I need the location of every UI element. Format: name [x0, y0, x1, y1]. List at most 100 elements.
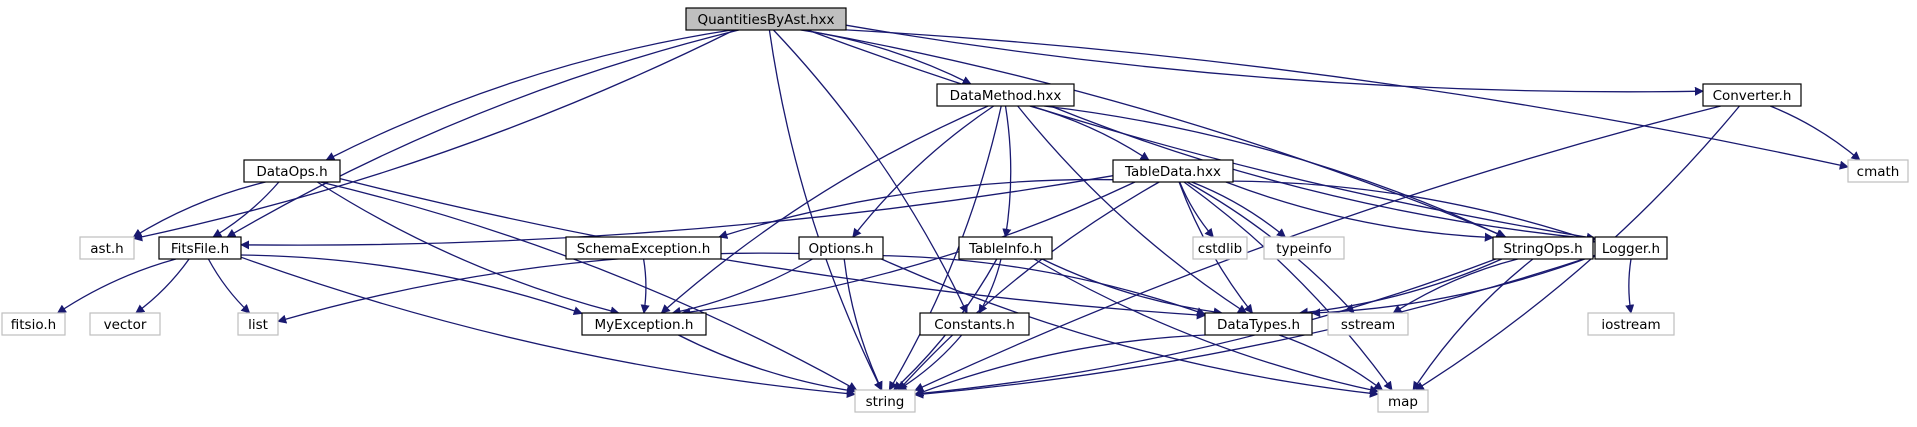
edge-datamethod-to-myexc — [660, 105, 989, 314]
edge-logger-to-iostream — [1625, 258, 1635, 314]
node-vector-label: vector — [104, 317, 147, 333]
node-dataops-label: DataOps.h — [256, 164, 327, 180]
node-typeinfo-label: typeinfo — [1276, 241, 1331, 257]
node-options[interactable]: Options.h — [798, 236, 884, 260]
edge-tabledata-to-fitsfile — [240, 175, 1114, 250]
node-converter[interactable]: Converter.h — [1702, 83, 1802, 107]
edge-datamethod-to-stringops — [1044, 105, 1506, 238]
node-typeinfo-box — [1263, 236, 1345, 260]
edge-tableinfo-to-datatypes — [1041, 258, 1223, 317]
node-converter-box — [1702, 83, 1802, 107]
node-iostream-label: iostream — [1601, 317, 1660, 333]
edge-dataops-to-ast — [132, 181, 266, 238]
edge-datatypes-to-string — [914, 334, 1206, 397]
node-quantities-box — [685, 7, 847, 31]
node-fitsfile-label: FitsFile.h — [171, 241, 229, 257]
node-cmath-label: cmath — [1857, 164, 1900, 180]
node-logger-label: Logger.h — [1602, 241, 1660, 257]
node-iostream-box — [1587, 312, 1675, 336]
node-myexc[interactable]: MyException.h — [581, 312, 707, 336]
edge-stringops-to-map — [1412, 258, 1534, 391]
node-tabledata[interactable]: TableData.hxx — [1112, 159, 1234, 183]
node-tableinfo[interactable]: TableInfo.h — [958, 236, 1053, 260]
edges-layer — [56, 24, 1861, 399]
edge-dataops-to-fitsfile — [212, 181, 280, 238]
edge-quantities-to-converter — [845, 24, 1704, 96]
edge-options-to-list — [277, 252, 800, 324]
node-myexc-label: MyException.h — [595, 317, 694, 333]
node-tableinfo-label: TableInfo.h — [968, 241, 1042, 257]
node-datamethod-box — [936, 83, 1075, 107]
edge-tabledata-to-logger — [1232, 180, 1596, 244]
node-constants[interactable]: Constants.h — [919, 312, 1030, 336]
edge-converter-to-string — [914, 105, 1721, 392]
edge-converter-to-cmath — [1769, 105, 1861, 161]
edge-quantities-to-fitsfile — [226, 29, 739, 238]
node-tabledata-label: TableData.hxx — [1124, 164, 1221, 180]
edge-tableinfo-to-constants — [978, 258, 1002, 314]
node-datamethod-label: DataMethod.hxx — [950, 88, 1062, 104]
node-tabledata-box — [1112, 159, 1234, 183]
edge-quantities-to-stringops — [803, 29, 1507, 239]
edge-datamethod-to-tableinfo — [1002, 105, 1012, 238]
node-logger[interactable]: Logger.h — [1594, 236, 1668, 260]
node-constants-box — [919, 312, 1030, 336]
node-ast: ast.h — [79, 236, 135, 260]
edge-fitsfile-to-myexc — [240, 254, 583, 316]
node-quantities[interactable]: QuantitiesByAst.hxx — [685, 7, 847, 31]
node-fitsio-label: fitsio.h — [11, 317, 56, 333]
edge-datamethod-to-datatypes — [1017, 105, 1248, 314]
node-cmath-box — [1847, 159, 1909, 183]
edge-options-to-map — [881, 258, 1379, 398]
edge-constants-to-string — [897, 334, 963, 391]
node-schemaexc-box — [565, 236, 722, 260]
node-cstdlib: cstdlib — [1192, 236, 1248, 260]
node-sstream-box — [1327, 312, 1409, 336]
edge-quantities-to-logger — [807, 29, 1596, 242]
edge-fitsfile-to-fitsio — [56, 258, 177, 314]
edge-quantities-to-ast — [133, 29, 735, 242]
node-list-label: list — [248, 317, 268, 333]
node-datatypes-label: DataTypes.h — [1217, 317, 1300, 333]
edge-stringops-to-datatypes — [1298, 258, 1503, 317]
node-fitsfile[interactable]: FitsFile.h — [158, 236, 242, 260]
node-string: string — [854, 389, 916, 413]
node-typeinfo: typeinfo — [1263, 236, 1345, 260]
node-ast-box — [79, 236, 135, 260]
node-datamethod[interactable]: DataMethod.hxx — [936, 83, 1075, 107]
node-dataops[interactable]: DataOps.h — [243, 159, 341, 183]
edge-converter-to-map — [1414, 105, 1741, 391]
edge-tableinfo-to-map — [1033, 258, 1379, 395]
edge-options-to-string — [843, 258, 883, 391]
node-stringops[interactable]: StringOps.h — [1492, 236, 1594, 260]
node-map-box — [1377, 389, 1429, 413]
edge-dataops-to-myexc — [316, 181, 620, 316]
node-ast-label: ast.h — [90, 241, 123, 257]
edge-quantities-to-string — [768, 29, 883, 391]
node-logger-box — [1594, 236, 1668, 260]
edge-myexc-to-string — [678, 334, 856, 395]
node-datatypes[interactable]: DataTypes.h — [1204, 312, 1313, 336]
node-schemaexc-label: SchemaException.h — [577, 241, 711, 257]
edge-dataops-to-string — [320, 181, 858, 391]
node-datatypes-box — [1204, 312, 1313, 336]
node-stringops-label: StringOps.h — [1503, 241, 1582, 257]
node-cmath: cmath — [1847, 159, 1909, 183]
node-sstream: sstream — [1327, 312, 1409, 336]
node-dataops-box — [243, 159, 341, 183]
edge-options-to-myexc — [671, 258, 813, 316]
node-string-label: string — [866, 394, 905, 410]
edge-tabledata-to-stringops — [1225, 181, 1494, 242]
node-quantities-label: QuantitiesByAst.hxx — [697, 12, 834, 28]
node-schemaexc[interactable]: SchemaException.h — [565, 236, 722, 260]
node-converter-label: Converter.h — [1713, 88, 1792, 104]
edge-stringops-to-string — [914, 258, 1496, 398]
edge-fitsfile-to-vector — [135, 258, 190, 314]
node-sstream-label: sstream — [1341, 317, 1395, 333]
edge-tabledata-to-string — [898, 181, 1160, 391]
node-string-box — [854, 389, 916, 413]
edge-quantities-to-constants — [773, 29, 968, 314]
edge-quantities-to-dataops — [325, 29, 732, 161]
edge-tabledata-to-cstdlib — [1179, 181, 1214, 238]
